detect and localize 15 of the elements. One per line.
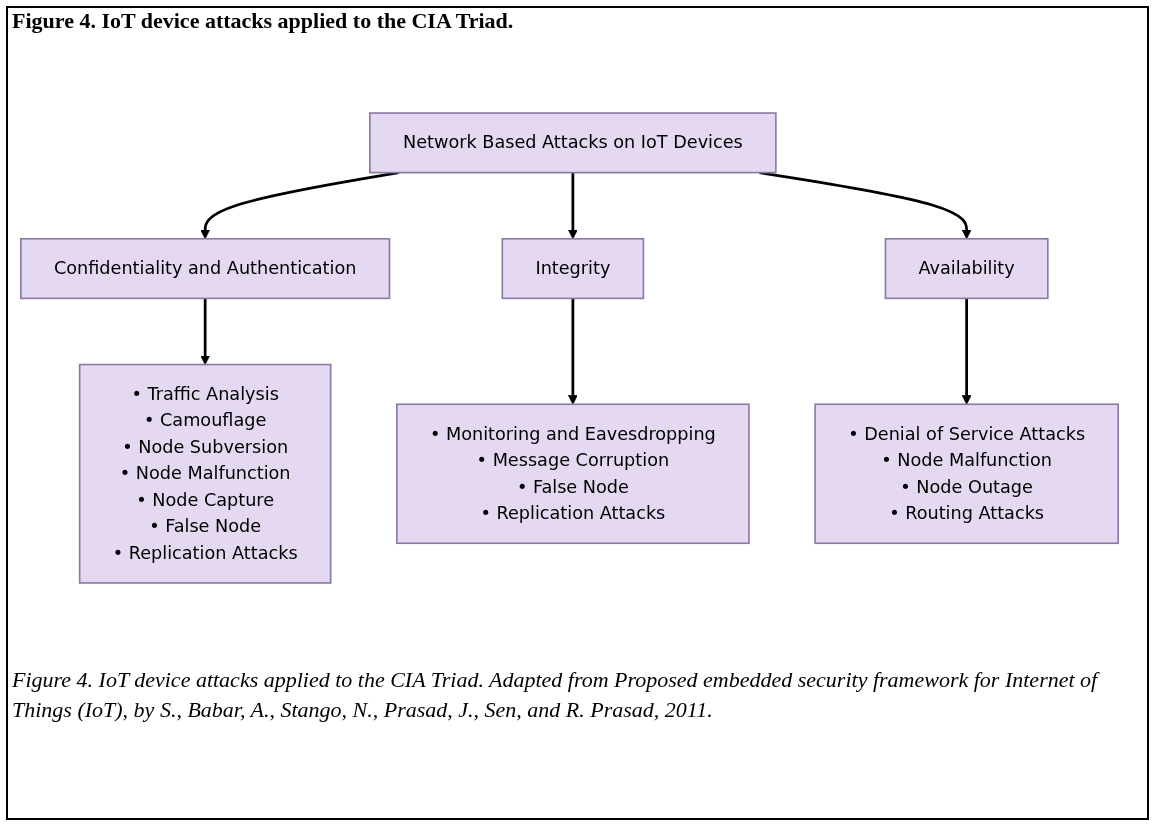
figure-title: Figure 4. IoT device attacks applied to the CIA Triad. xyxy=(12,8,514,34)
arrow xyxy=(568,298,578,405)
node-box: Network Based Attacks on IoT Devices xyxy=(369,112,777,174)
arrow xyxy=(200,298,210,365)
node-box: Confidentiality and Authentication xyxy=(20,237,391,300)
arrow xyxy=(961,298,972,405)
node-box: • Monitoring and Eavesdropping • Message Corruption • False Node • Replication Attacks xyxy=(396,403,750,545)
node-box: • Denial of Service Attacks • Node Malfunction • Node Outage • Routing Attacks xyxy=(814,403,1119,545)
arrow xyxy=(568,172,578,240)
figure-caption: Figure 4. IoT device attacks applied to the CIA Triad. Adapted from Proposed embedded security framework for Internet of Things (IoT), by S., Babar, A., Stango, N., Prasad, J., Sen, and R. Prasad, 2011. xyxy=(12,666,1101,724)
arrow xyxy=(200,171,399,240)
node-box: • Traffic Analysis • Camouflage • Node Subversion • Node Malfunction • Node Capture • False Node • Replication Attacks xyxy=(78,363,332,584)
node-box: Integrity xyxy=(501,237,645,300)
node-box: Availability xyxy=(884,237,1049,300)
arrow xyxy=(759,171,972,240)
